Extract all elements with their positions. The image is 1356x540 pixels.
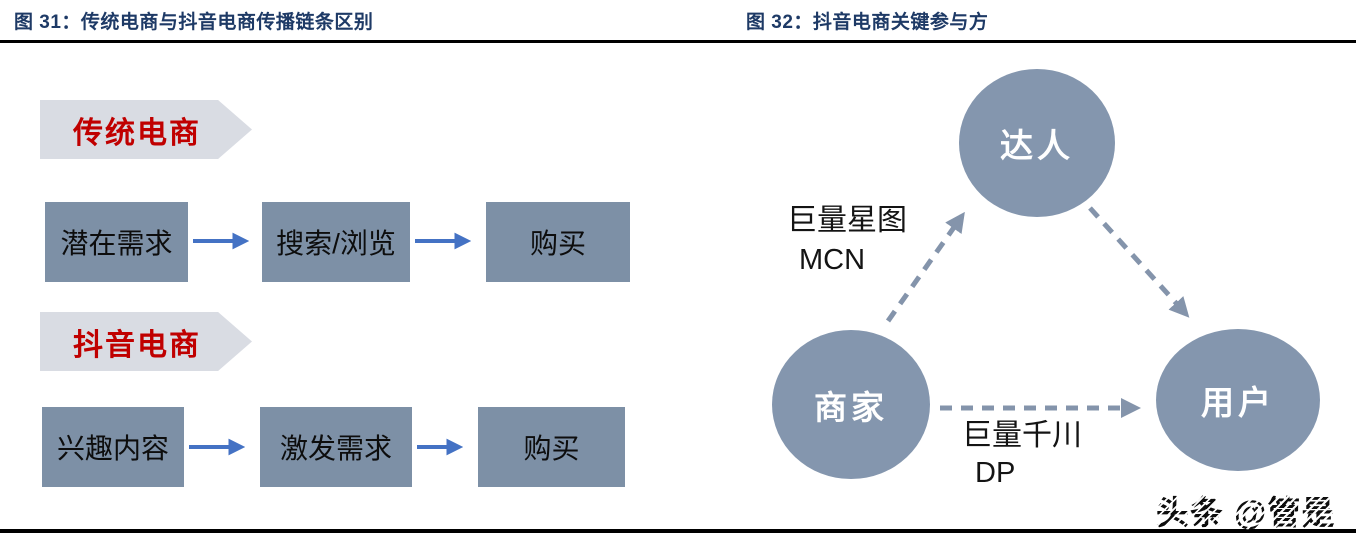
banner-douyin-label: 抖音电商 bbox=[73, 328, 201, 362]
toutiao-watermark: 头条 @管是 bbox=[1156, 486, 1335, 534]
banner-douyin-ecommerce: 抖音电商 bbox=[40, 312, 252, 371]
figure32-title: 图 32：抖音电商关键参与方 bbox=[746, 12, 989, 33]
banner-traditional-label: 传统电商 bbox=[73, 116, 201, 150]
node-user: 用户 bbox=[1156, 329, 1320, 471]
header-rule bbox=[0, 40, 1356, 43]
flow-box-search-browse: 搜索/浏览 bbox=[262, 202, 410, 282]
node-merchant: 商家 bbox=[772, 330, 930, 479]
node-influencer: 达人 bbox=[959, 69, 1115, 217]
edge-label-mcn: MCN bbox=[799, 244, 866, 276]
edge-label-juliang-qianchuan: 巨量千川 bbox=[962, 419, 1082, 452]
banner-traditional-ecommerce: 传统电商 bbox=[40, 100, 252, 159]
flow-box-purchase-row1: 购买 bbox=[486, 202, 630, 282]
figure31-title: 图 31：传统电商与抖音电商传播链条区别 bbox=[14, 12, 374, 33]
edge-label-dp: DP bbox=[975, 457, 1016, 489]
flow-box-latent-demand: 潜在需求 bbox=[45, 202, 188, 282]
flow-box-purchase-row2: 购买 bbox=[478, 407, 625, 487]
flow-box-interest-content: 兴趣内容 bbox=[42, 407, 184, 487]
edge-label-juliang-xingtu: 巨量星图 bbox=[787, 204, 907, 237]
edge-influencer-to-user bbox=[1088, 206, 1190, 318]
footer-rule bbox=[0, 529, 1356, 533]
flow-box-trigger-demand: 激发需求 bbox=[260, 407, 412, 487]
